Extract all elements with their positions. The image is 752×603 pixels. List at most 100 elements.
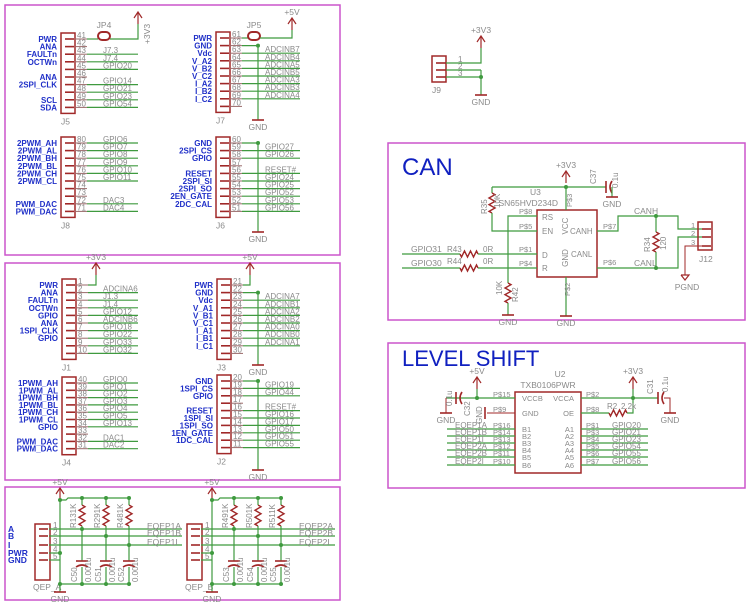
pin-number: 19 (233, 380, 242, 389)
capacitor-value: 0.1u (611, 172, 620, 188)
net-label: GPIO9 (103, 158, 128, 167)
net-label: EQEP1I (455, 435, 484, 444)
pin-function-label: 2DC_CAL (175, 200, 212, 209)
net-label: ADCINA3 (265, 76, 300, 85)
pin-number: 52 (232, 196, 241, 205)
pin-number: 6 (78, 315, 83, 324)
pin-number: 54 (232, 181, 241, 190)
pin-number: 3 (78, 292, 83, 301)
qep-pin-label: GND (8, 555, 27, 565)
ic-pin-name: B1 (522, 425, 531, 434)
connector-ref: J1 (62, 362, 71, 372)
net-label: GPIO44 (265, 388, 294, 397)
section-title-level-shift: LEVEL SHIFT (402, 346, 539, 371)
qep-pin-label: A (8, 524, 14, 534)
section-title-can: CAN (402, 154, 453, 181)
pin-function-label: I_A1 (196, 327, 213, 336)
pin-number: 3 (458, 69, 463, 78)
pad-label: P$9 (493, 405, 506, 414)
pin-function-label: SCL (41, 96, 57, 105)
net-label: GPIO23 (103, 92, 132, 101)
power-arrow-icon (628, 375, 638, 384)
ic-pin-name: EN (542, 227, 553, 236)
net-label: GPIO50 (265, 425, 294, 434)
net-label: EQEP1A (147, 521, 181, 531)
wire (627, 398, 634, 414)
pad-label: P$7 (603, 222, 616, 231)
pin-number: 70 (232, 98, 241, 107)
pin-function-label: 2PWM_CL (18, 177, 57, 186)
connector-ref: J4 (62, 458, 71, 468)
net-label: GPIO16 (265, 410, 294, 419)
net-label: CANL (634, 258, 657, 268)
pad-label: P$4 (519, 259, 532, 268)
u2-ic-body (514, 391, 582, 474)
ground-label: GND (661, 415, 680, 425)
connector-body-J1 (61, 278, 77, 361)
pin-number: 55 (232, 173, 241, 182)
resistor-ref: R42 (511, 287, 520, 302)
pin-function-label: 1PWM_CH (18, 408, 58, 417)
net-label: GPIO21 (103, 84, 132, 93)
connector-body-J6 (215, 136, 231, 219)
pin-number: 45 (77, 61, 86, 70)
resistor-label: R291K (93, 503, 102, 528)
filter-capacitor-icon (274, 564, 288, 568)
connector-ref: QEP_B (185, 582, 214, 592)
net-label: GPIO54 (103, 99, 132, 108)
junction-dot (279, 582, 283, 586)
pin-function-label: 2PWM_AH (17, 139, 57, 148)
wire (260, 30, 293, 39)
frame-connectors-top (4, 4, 341, 256)
pin-function-label: 2PWM_AL (18, 147, 57, 156)
pin-number: 50 (77, 99, 86, 108)
ic-pin-name: A5 (565, 453, 574, 462)
pad-label: P$3 (565, 194, 574, 207)
ic-pin-name: VCCB (522, 394, 543, 403)
resistor-value: 10K (493, 193, 502, 208)
pin-number: 7 (78, 323, 83, 332)
pullup-resistor-icon (276, 504, 286, 527)
connector-ref: J7 (216, 115, 225, 125)
ic-pin-name: OE (563, 409, 574, 418)
power-symbol-label: +3V3 (142, 24, 152, 44)
power-arrow-icon (472, 375, 482, 384)
connector-ref: J8 (61, 220, 70, 230)
net-label: J7.3 (103, 46, 119, 55)
pin-number: 2 (205, 528, 210, 537)
pin-function-label: 2SPI_CLK (19, 81, 57, 90)
ic-pin-name: VCCA (553, 394, 574, 403)
pin-number: 8 (78, 330, 83, 339)
pin-function-label: OCTWn (28, 58, 57, 67)
resistor-ref: R44 (447, 257, 462, 266)
pin-number: 22 (233, 285, 242, 294)
net-label: GPIO11 (103, 173, 132, 182)
connector-ref: J3 (217, 362, 226, 372)
pin-function-label: PWR (39, 281, 58, 290)
r35-resistor-icon (487, 192, 497, 214)
ic-pin-name: R (542, 264, 548, 273)
net-label: GPIO6 (103, 135, 128, 144)
junction-dot (210, 498, 214, 502)
net-label: ADCINB2 (265, 315, 300, 324)
qep-connector-body (34, 523, 51, 581)
pin-function-label: GPIO (192, 154, 212, 163)
pin-function-label: PWM_DAC (16, 207, 58, 216)
ic-pin-name: B2 (522, 432, 531, 441)
resistor-ref: R48 (116, 513, 125, 528)
junction-dot (232, 582, 236, 586)
net-label: GPIO24 (265, 173, 294, 182)
junction-dot (127, 582, 131, 586)
pad-label: P$12 (493, 442, 511, 451)
pin-function-label: 1PWM_BL (19, 401, 58, 410)
pin-number: 20 (233, 373, 242, 382)
ground-label: GND (249, 472, 268, 482)
pin-number: 56 (232, 165, 241, 174)
wire (110, 24, 139, 40)
r34-resistor-icon (651, 231, 661, 253)
net-label: GPIO33 (103, 338, 132, 347)
junction-dot (80, 582, 84, 586)
r2-resistor-icon (608, 408, 628, 418)
connector-ref: J2 (217, 457, 226, 467)
pin-function-label: 1PWM_AL (19, 386, 58, 395)
